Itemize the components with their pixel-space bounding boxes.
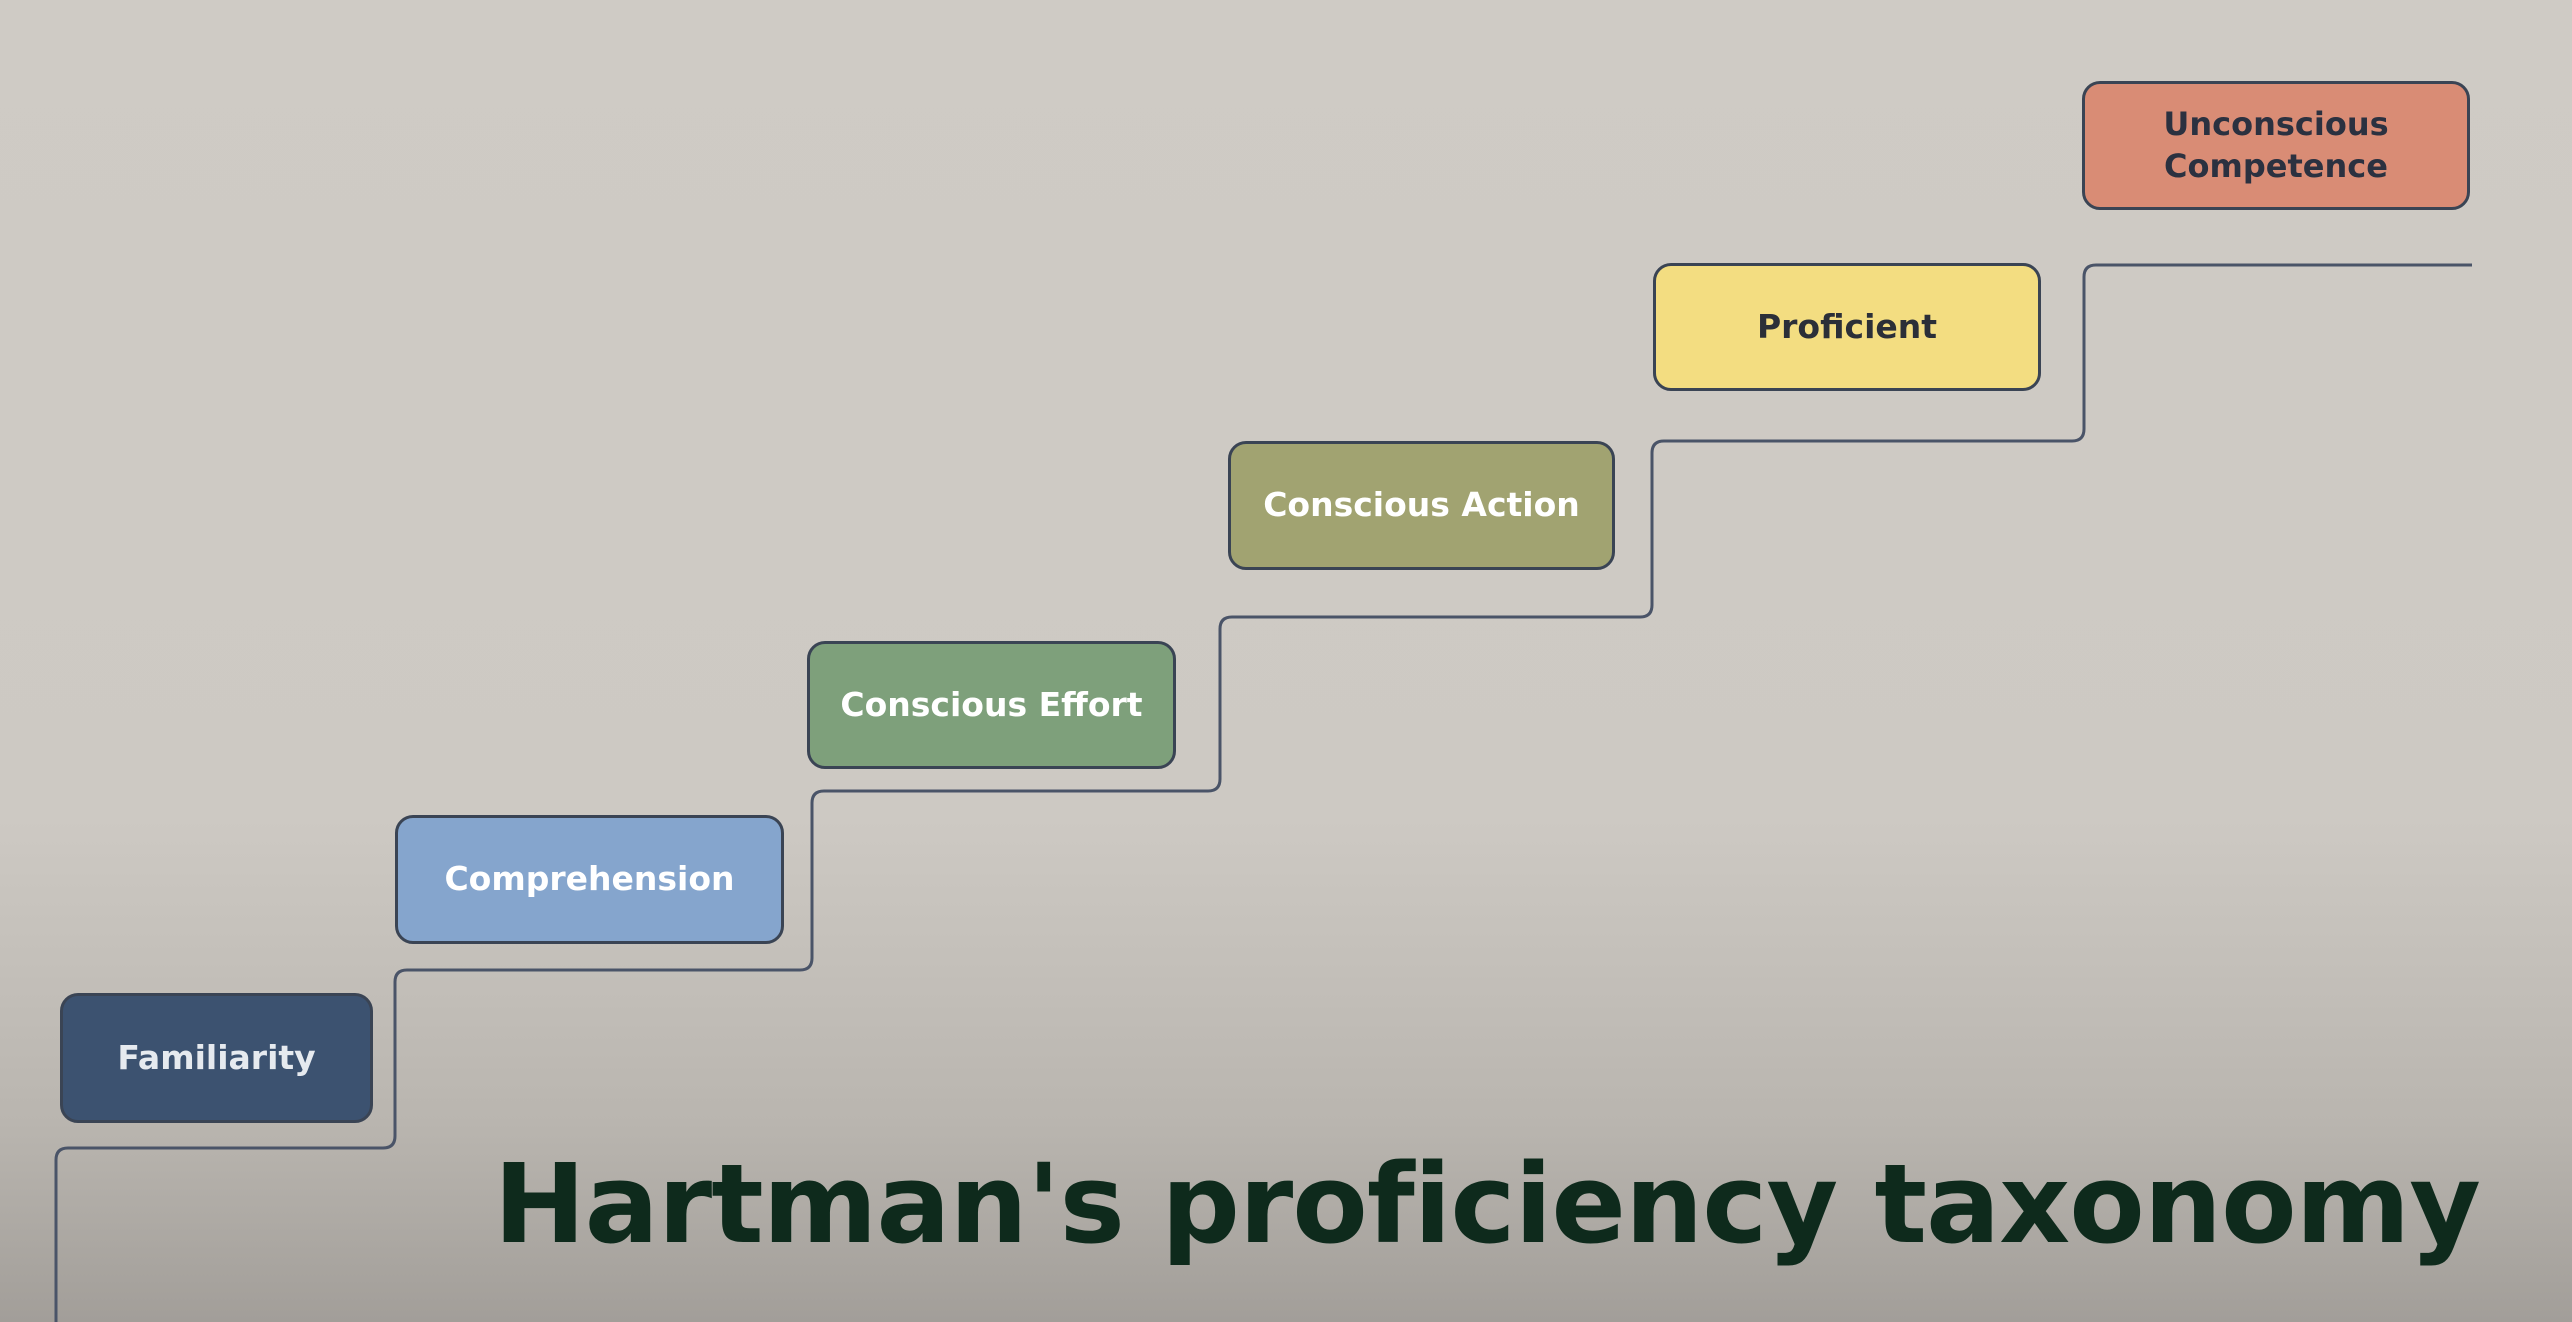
step-unconscious-competence: Unconscious Competence	[2082, 81, 2470, 210]
step-label: Proficient	[1756, 306, 1938, 346]
step-label: Familiarity	[117, 1037, 316, 1077]
slide-title: Hartman's proficiency taxonomy	[493, 1140, 2481, 1268]
step-label: Comprehension	[444, 859, 735, 899]
step-comprehension: Comprehension	[395, 815, 784, 944]
step-proficient: Proficient	[1653, 263, 2041, 391]
step-label: Conscious Effort	[840, 684, 1143, 724]
step-familiarity: Familiarity	[60, 993, 373, 1123]
step-label: Conscious Action	[1263, 485, 1580, 525]
step-conscious-action: Conscious Action	[1228, 441, 1615, 570]
step-label: Unconscious Competence	[2163, 104, 2389, 185]
step-conscious-effort: Conscious Effort	[807, 641, 1176, 769]
